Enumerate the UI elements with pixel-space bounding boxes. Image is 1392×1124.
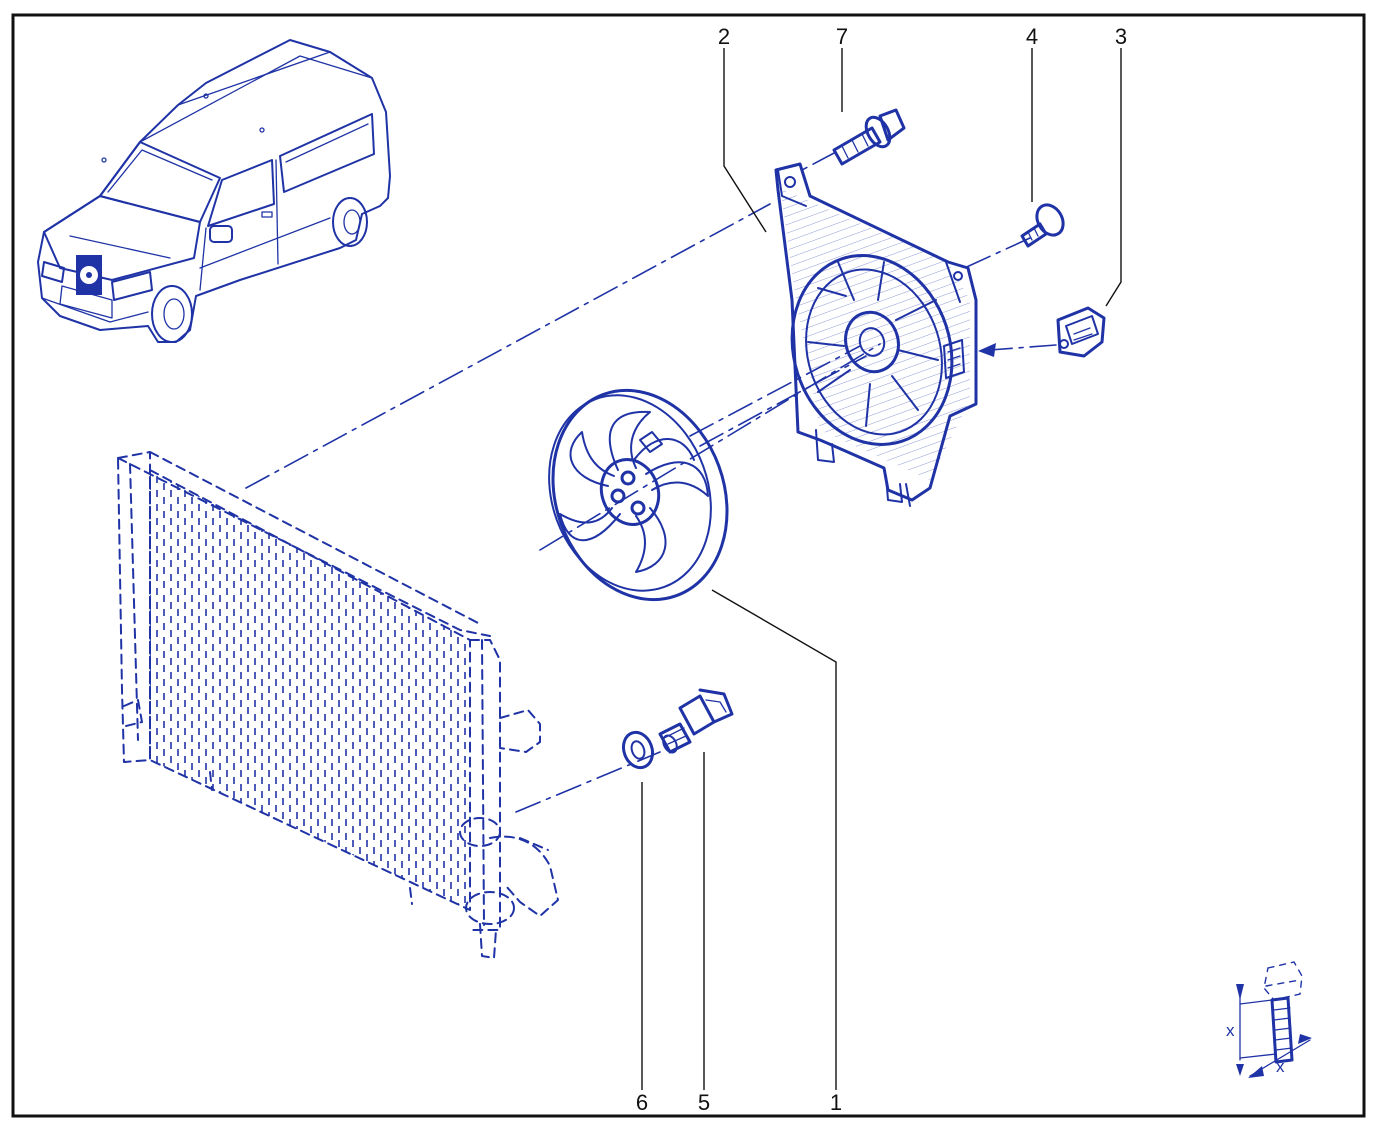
radiator-reference-outline xyxy=(117,451,559,959)
callout-2: 2 xyxy=(718,24,730,49)
callout-leader-lines xyxy=(641,48,1122,1090)
dimension-length-label: x xyxy=(1226,1021,1235,1040)
callout-4: 4 xyxy=(1026,24,1038,49)
sealing-washer xyxy=(621,730,655,770)
vehicle-locator-illustration xyxy=(37,39,391,343)
callout-3: 3 xyxy=(1115,24,1127,49)
callout-6: 6 xyxy=(636,1090,648,1115)
shroud-bolt-top xyxy=(832,108,906,166)
temperature-sensor-switch xyxy=(658,688,734,754)
fan-shroud-motor-assembly xyxy=(774,162,978,507)
shroud-screw-side xyxy=(1020,203,1065,248)
callout-1: 1 xyxy=(830,1090,842,1115)
callout-5: 5 xyxy=(698,1090,710,1115)
fan-resistor-connector xyxy=(1056,306,1106,358)
cooling-fan-wheel xyxy=(548,388,729,602)
callout-7: 7 xyxy=(836,24,848,49)
dimension-diameter-label: x xyxy=(1276,1057,1285,1076)
bolt-dimension-symbol xyxy=(1236,961,1312,1078)
